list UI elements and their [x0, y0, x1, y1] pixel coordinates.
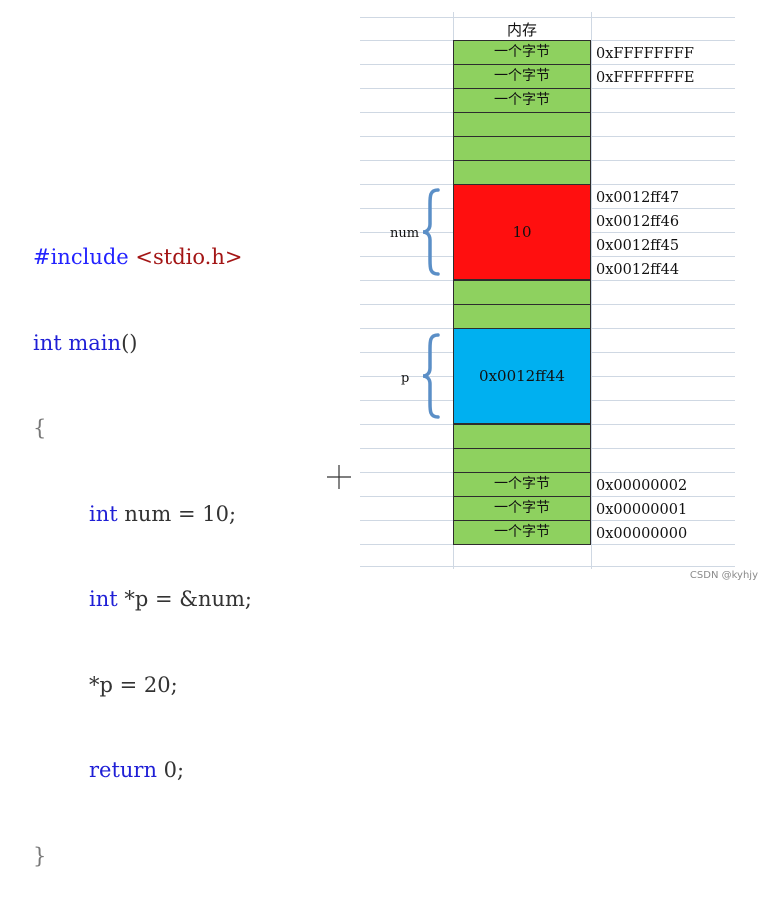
p-memory-block: 0x0012ff44 [453, 328, 591, 424]
code-line-num-decl: int num = 10; [33, 500, 252, 529]
byte-cell: 一个字节 [453, 496, 591, 521]
byte-cell-label: 一个字节 [494, 68, 550, 84]
include-directive: #include [33, 245, 129, 269]
memory-cell [453, 424, 591, 449]
byte-cell: 一个字节 [453, 472, 591, 497]
main-function-name: main [68, 330, 122, 355]
address-label: 0x00000001 [596, 502, 688, 518]
memory-header: 内存 [506, 21, 537, 39]
address-label: 0x0012ff46 [596, 214, 680, 230]
num-decl-rest: num = 10; [117, 501, 237, 526]
address-label: 0x00000002 [596, 478, 688, 494]
address-label: 0xFFFFFFFF [596, 46, 694, 62]
byte-cell-label: 一个字节 [494, 44, 550, 60]
byte-cell-label: 一个字节 [494, 92, 550, 108]
byte-cell: 一个字节 [453, 64, 591, 89]
memory-cell [453, 160, 591, 185]
memory-cell [453, 136, 591, 161]
grid-line [360, 566, 735, 567]
byte-cell: 一个字节 [453, 520, 591, 545]
num-brace-icon [422, 188, 440, 276]
num-variable-label: num [390, 226, 420, 241]
memory-cell [453, 112, 591, 137]
include-header: <stdio.h> [135, 245, 243, 269]
address-label: 0x00000000 [596, 526, 688, 542]
address-label: 0x0012ff45 [596, 238, 680, 254]
num-value: 10 [512, 223, 532, 241]
p-brace-icon [422, 333, 440, 419]
memory-cell [453, 280, 591, 305]
watermark: CSDN @kyhjy [689, 570, 758, 581]
address-label: 0xFFFFFFFE [596, 70, 695, 86]
p-value: 0x0012ff44 [479, 367, 565, 385]
byte-cell-label: 一个字节 [494, 500, 550, 516]
code-line-include: #include <stdio.h> [33, 243, 252, 272]
p-variable-label: p [401, 371, 410, 386]
address-label: 0x0012ff44 [596, 262, 680, 278]
byte-cell-label: 一个字节 [494, 476, 550, 492]
open-brace: { [33, 416, 47, 440]
return-rest: 0; [157, 758, 185, 782]
byte-cell: 一个字节 [453, 88, 591, 113]
crosshair-cursor-icon [327, 465, 351, 489]
memory-diagram: 内存 一个字节 一个字节 一个字节 10 0x0012ff44 一个字节 一个字… [360, 12, 735, 569]
byte-cell-label: 一个字节 [494, 524, 550, 540]
close-brace: } [33, 843, 47, 868]
code-line-main: int main() [33, 329, 252, 358]
code-line-return: return 0; [33, 756, 252, 785]
num-type: int [89, 501, 118, 526]
code-line-deref-assign: *p = 20; [89, 672, 178, 697]
memory-cell [453, 448, 591, 473]
address-label: 0x0012ff47 [596, 190, 680, 206]
byte-cell: 一个字节 [453, 40, 591, 65]
num-memory-block: 10 [453, 184, 591, 280]
return-keyword: return [89, 758, 157, 782]
main-return-type: int [33, 330, 62, 355]
main-parens: () [121, 330, 138, 355]
grid-line [360, 17, 735, 18]
grid-column-line [591, 12, 592, 569]
memory-cell [453, 304, 591, 329]
